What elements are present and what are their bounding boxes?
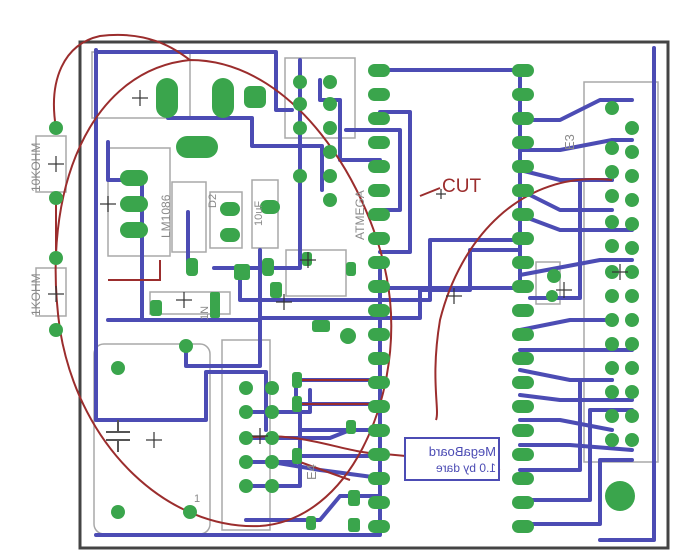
trace-layer [94,46,656,542]
board-label-box [404,437,500,481]
connector-e3-label: E3 [562,134,577,150]
board-name-label: MegaBoard [429,444,496,459]
capacitor-label: 10uF [253,201,265,226]
resistor-1k-label: 1KOHM [29,273,43,316]
pad-res1k-bottom [49,323,63,337]
pad-res10k-top [49,121,63,135]
silkscreen-layer [35,51,659,535]
airwire-loop-large [54,58,393,528]
airwire-left-drop [108,260,161,281]
pad-res1k-top [49,251,63,265]
board-version-label: 1.0 by dare [436,461,496,475]
airwire-e4-link [299,461,351,481]
cut-label: CUT [442,176,481,197]
origin-markers [48,90,628,448]
mounting-hole [605,481,635,511]
diode-1n-label: 1N [199,306,211,320]
airwire-cut [419,187,441,197]
connector-e4-label: E4 [304,464,319,480]
capacitor-symbol [106,420,130,452]
airwire-right-arc [434,178,613,421]
ic-label: ATMEGA [353,190,367,240]
board-outline [78,40,670,550]
regulator-label: LM1086 [159,194,173,238]
pin-one-label: 1 [194,493,200,505]
pad-res10k-bottom [49,191,63,205]
airwire-top-jumper [52,33,191,129]
resistor-10k-label: 10KOHM [29,143,43,192]
pad-layer [49,64,639,533]
diode-d2-label: D2 [207,194,219,208]
